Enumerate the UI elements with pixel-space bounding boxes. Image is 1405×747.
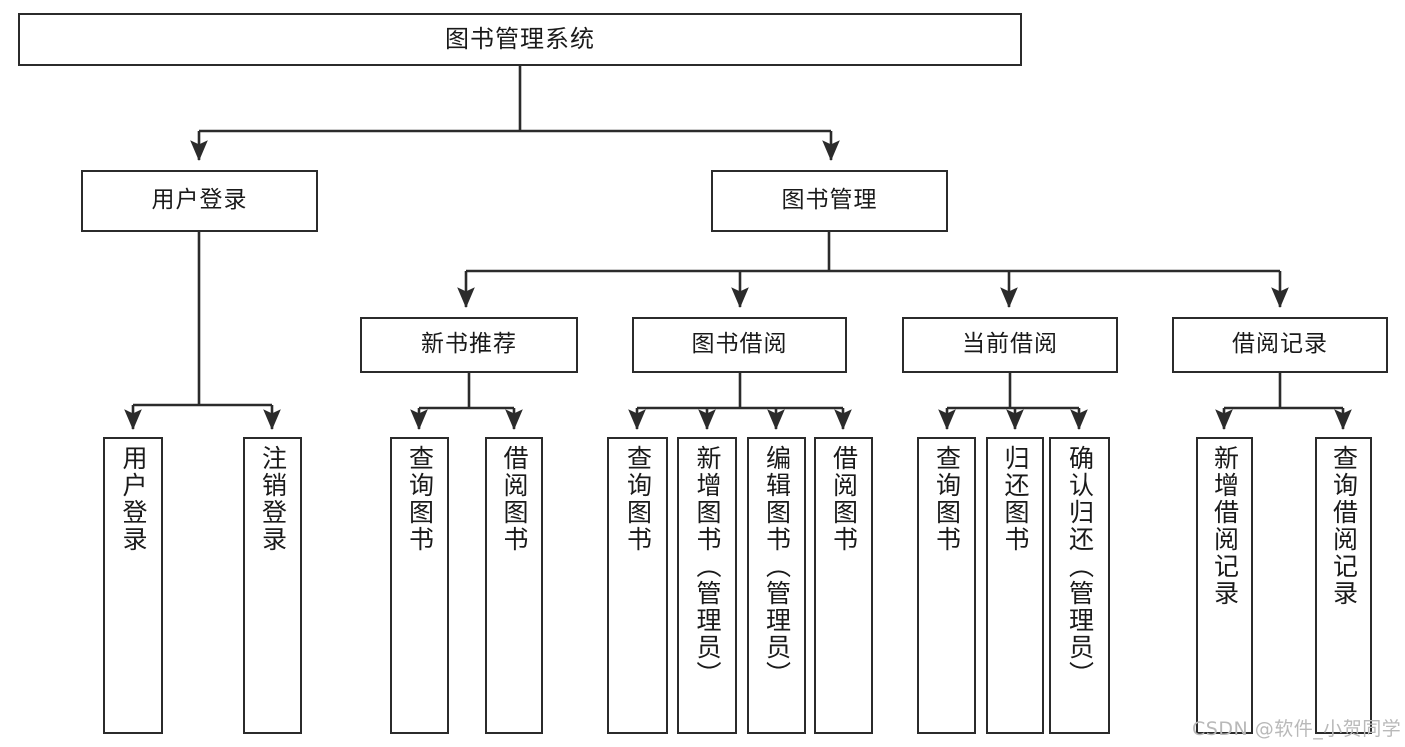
node-book-manage-label: 图书管理 <box>781 187 878 214</box>
node-leaf-borrow-book-1-label: 借阅图书 <box>500 445 529 553</box>
node-root-label: 图书管理系统 <box>445 25 595 54</box>
node-leaf-borrow-book-2[interactable]: 借阅图书 <box>814 437 873 734</box>
node-book-borrow[interactable]: 图书借阅 <box>632 317 847 373</box>
node-leaf-user-login[interactable]: 用户登录 <box>103 437 163 734</box>
node-new-book-recommend[interactable]: 新书推荐 <box>360 317 578 373</box>
node-root[interactable]: 图书管理系统 <box>18 13 1022 66</box>
node-leaf-logout-login[interactable]: 注销登录 <box>243 437 302 734</box>
node-leaf-add-borrow-record-label: 新增借阅记录 <box>1210 445 1240 607</box>
node-leaf-add-borrow-record[interactable]: 新增借阅记录 <box>1196 437 1253 734</box>
node-leaf-confirm-return-admin-label: 确认归还（管理员） <box>1065 445 1095 688</box>
node-leaf-return-book-label: 归还图书 <box>1001 445 1030 553</box>
node-leaf-return-book[interactable]: 归还图书 <box>986 437 1044 734</box>
node-leaf-edit-book-admin[interactable]: 编辑图书（管理员） <box>747 437 806 734</box>
node-leaf-borrow-book-2-label: 借阅图书 <box>829 445 859 553</box>
node-borrow-record-label: 借阅记录 <box>1232 331 1328 358</box>
node-book-borrow-label: 图书借阅 <box>691 331 788 358</box>
node-leaf-logout-login-label: 注销登录 <box>258 445 288 553</box>
node-user-login[interactable]: 用户登录 <box>81 170 318 232</box>
node-borrow-record[interactable]: 借阅记录 <box>1172 317 1388 373</box>
node-leaf-query-book-1-label: 查询图书 <box>405 445 435 553</box>
node-leaf-query-book-3[interactable]: 查询图书 <box>917 437 976 734</box>
node-leaf-confirm-return-admin[interactable]: 确认归还（管理员） <box>1049 437 1110 734</box>
node-user-login-label: 用户登录 <box>151 187 248 214</box>
node-new-book-recommend-label: 新书推荐 <box>421 331 517 358</box>
node-leaf-add-book-admin[interactable]: 新增图书（管理员） <box>677 437 737 734</box>
node-leaf-query-borrow-record[interactable]: 查询借阅记录 <box>1315 437 1372 734</box>
node-current-borrow-label: 当前借阅 <box>962 331 1058 358</box>
node-leaf-edit-book-admin-label: 编辑图书（管理员） <box>762 445 792 688</box>
node-leaf-query-borrow-record-label: 查询借阅记录 <box>1329 445 1359 607</box>
node-leaf-borrow-book-1[interactable]: 借阅图书 <box>485 437 543 734</box>
node-leaf-user-login-label: 用户登录 <box>119 445 148 553</box>
csdn-watermark: CSDN @软件_小贺同学 <box>1192 718 1402 740</box>
node-leaf-query-book-2[interactable]: 查询图书 <box>607 437 668 734</box>
node-leaf-query-book-1[interactable]: 查询图书 <box>390 437 449 734</box>
node-leaf-query-book-2-label: 查询图书 <box>623 445 653 553</box>
node-leaf-query-book-3-label: 查询图书 <box>932 445 962 553</box>
node-current-borrow[interactable]: 当前借阅 <box>902 317 1118 373</box>
node-book-manage[interactable]: 图书管理 <box>711 170 948 232</box>
node-leaf-add-book-admin-label: 新增图书（管理员） <box>693 445 722 688</box>
